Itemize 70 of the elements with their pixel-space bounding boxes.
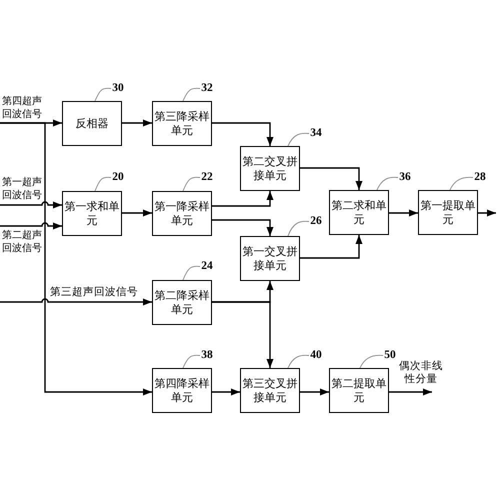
box-label: 第一交叉拼接单元: [242, 244, 298, 272]
process-box: [418, 190, 478, 235]
leader-line: [182, 176, 200, 192]
box-label: 第四降采样单元: [154, 376, 210, 404]
box-label: 第一降采样单元: [154, 200, 210, 228]
arrow: [212, 122, 274, 146]
callout-number: 30: [111, 82, 125, 95]
signal-label: 第一超声回波信号: [0, 175, 48, 203]
arrow: [0, 201, 62, 208]
signal-label: 第二超声回波信号: [0, 227, 48, 256]
callout-number: 22: [200, 171, 214, 184]
arrow: [0, 298, 152, 306]
process-box: [152, 191, 212, 236]
box-label: 第一提取单元: [420, 198, 476, 226]
box-label: 第一求和单元: [64, 200, 120, 228]
callout-number: 26: [309, 215, 323, 228]
leader-line: [288, 132, 310, 146]
leader-line: [376, 176, 398, 190]
process-box: [152, 101, 212, 146]
box-label: 第二交叉拼接单元: [242, 154, 298, 182]
process-box: [240, 236, 300, 281]
callout-number: 36: [398, 171, 412, 184]
arrow: [300, 235, 362, 259]
leader-line: [288, 220, 310, 236]
leader-line: [182, 266, 200, 280]
leader-line: [182, 354, 200, 368]
process-box: [152, 368, 212, 413]
callout-number: 32: [200, 82, 214, 95]
process-box: [240, 146, 300, 191]
arrow: [0, 222, 62, 230]
process-box: [329, 190, 389, 235]
arrow: [478, 210, 496, 216]
arrow: [212, 191, 274, 207]
process-box: [152, 280, 212, 325]
box-label: 第二降采样单元: [154, 288, 210, 316]
callout-number: 28: [473, 171, 487, 184]
box-label: 第三交叉拼接单元: [242, 376, 298, 404]
process-box: [62, 191, 122, 236]
leader-line: [360, 354, 384, 368]
box-label: 第二提取单元: [331, 376, 387, 404]
arrow: [300, 388, 329, 396]
arrow: [300, 167, 362, 190]
leader-line: [288, 354, 310, 368]
callout-number: 38: [200, 349, 214, 362]
callout-number: 40: [309, 349, 323, 362]
leader-line: [182, 88, 200, 102]
box-label: 反相器: [74, 116, 110, 130]
signal-label: 第四超声回波信号: [0, 94, 48, 122]
arrow: [122, 210, 152, 216]
arrow: [212, 388, 240, 396]
process-box: [62, 101, 122, 146]
arrow: [389, 210, 418, 216]
signal-label: 第三超声回波信号: [50, 286, 139, 299]
callout-number: 50: [383, 349, 397, 362]
process-box: [329, 368, 389, 413]
leader-line: [450, 176, 474, 190]
callout-number: 24: [200, 260, 214, 273]
arrow: [212, 301, 274, 368]
leader-line: [94, 176, 112, 192]
callout-number: 34: [309, 127, 323, 140]
arrow: [122, 120, 152, 126]
arrow: [212, 219, 274, 236]
arrow: [389, 388, 432, 396]
box-label: 第二求和单元: [331, 198, 387, 226]
output-label: 偶次非线性分量: [398, 360, 444, 386]
leader-line: [94, 88, 112, 102]
process-box: [240, 368, 300, 413]
arrow: [0, 122, 152, 396]
callout-number: 20: [111, 171, 125, 184]
box-label: 第三降采样单元: [154, 110, 210, 138]
